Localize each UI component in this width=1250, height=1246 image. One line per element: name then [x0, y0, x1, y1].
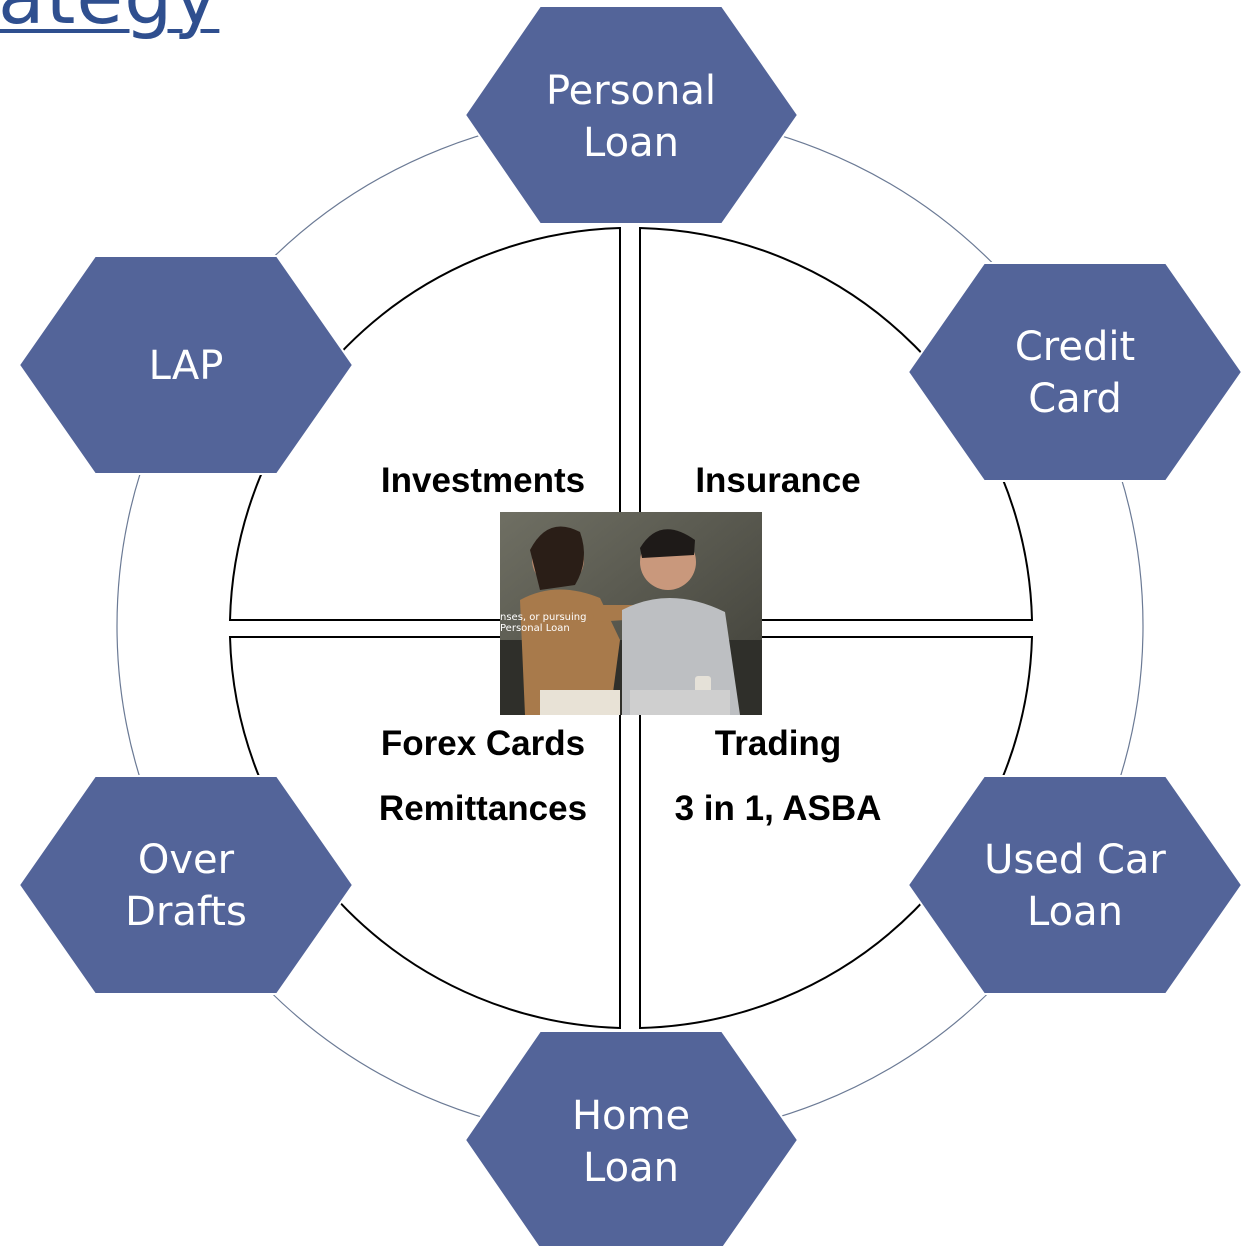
quadrant-bottom-right [639, 636, 1034, 1030]
hexagon-label-line: Used Car [984, 837, 1166, 883]
photo-caption-line: Personal Loan [500, 623, 570, 634]
hexagon-shape [463, 1030, 800, 1246]
hexagon-label-line: Personal [546, 68, 716, 114]
hexagon-label-line: Home [572, 1093, 690, 1139]
hexagon-label-line: Loan [583, 1145, 679, 1191]
hexagon-credit-card: Credit Card [906, 262, 1244, 482]
hexagon-used-car-loan: Used Car Loan [906, 775, 1244, 995]
hexagon-over-drafts: Over Drafts [17, 775, 355, 995]
photo-caption-line: nses, or pursuing [500, 612, 586, 623]
hexagon-label-line: Card [1028, 376, 1122, 422]
quadrant-label-forex-cards: Forex Cards [381, 724, 585, 763]
hexagon-label-line: Loan [583, 120, 679, 166]
hexagon-personal-loan: Personal Loan [463, 5, 800, 225]
quadrant-label-3in1-asba: 3 in 1, ASBA [675, 789, 882, 828]
quadrant-label-trading: Trading [715, 724, 841, 763]
hexagon-lap: LAP [17, 255, 355, 475]
hexagon-shape [906, 775, 1244, 995]
hexagon-label-line: LAP [149, 343, 224, 389]
slide-title-fragment: ategy [0, 0, 219, 41]
hexagon-home-loan: Home Loan [463, 1030, 800, 1246]
hexagon-shape [17, 775, 355, 995]
quadrant-label-remittances: Remittances [379, 789, 587, 828]
hexagon-label-line: Loan [1027, 889, 1123, 935]
hexagon-label-line: Credit [1015, 324, 1135, 370]
hexagon-shape [906, 262, 1244, 482]
quadrant-label-investments: Investments [381, 461, 585, 500]
center-photo: nses, or pursuing Personal Loan [500, 512, 762, 715]
hexagon-label-line: Drafts [125, 889, 247, 935]
hexagon-label-line: Over [138, 837, 235, 883]
hexagon-shape [463, 5, 800, 225]
quadrant-label-insurance: Insurance [695, 461, 860, 500]
hexagon-shape [17, 255, 355, 475]
quadrant-bottom-left [228, 636, 621, 1030]
